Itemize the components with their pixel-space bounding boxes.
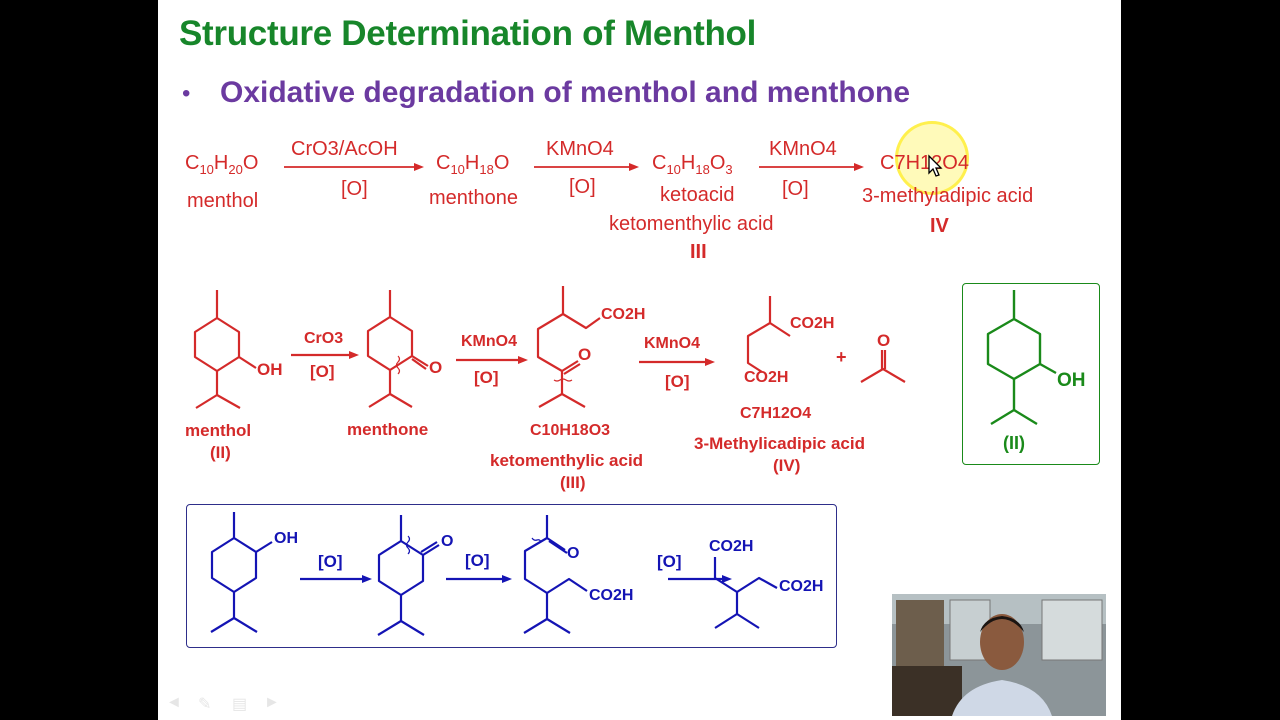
prev-slide-icon[interactable]: ◄	[166, 694, 182, 711]
name-menthone: menthone	[429, 187, 518, 209]
keto-formula: C10H18O3	[530, 422, 611, 439]
menthol-label: menthol	[185, 421, 252, 440]
adipic-formula: C7H12O4	[740, 405, 812, 422]
formula-menthone: C10H18O	[436, 152, 510, 177]
menthol-oh: OH	[257, 360, 283, 379]
slide: Structure Determination of Menthol • Oxi…	[158, 0, 1121, 720]
formula-ketoacid: C10H18O3	[652, 152, 733, 177]
formula-adipic: C7H12O4	[880, 152, 969, 174]
keto-label: ketomenthylic acid	[490, 451, 644, 470]
blue-arrow2-o: [O]	[465, 551, 490, 570]
adipic-num: (IV)	[773, 456, 801, 475]
name-menthol: menthol	[187, 190, 259, 212]
green-oh: OH	[1057, 370, 1086, 391]
mouse-cursor-icon	[928, 154, 943, 177]
blue-adipic-co2h-top: CO2H	[709, 538, 754, 555]
scheme1-arrows	[284, 163, 864, 171]
arrow2-o: [O]	[474, 368, 499, 387]
name-ketoacid: ketoacid	[660, 184, 735, 206]
arrow1-cro3: CrO3	[304, 330, 344, 347]
arrow3-bottom: [O]	[782, 178, 809, 200]
adipic-label: 3-Methylicadipic acid	[694, 434, 865, 453]
menthol-structure-box	[962, 283, 1100, 465]
adipic-co2h-bottom: CO2H	[744, 369, 789, 386]
menthol-ring	[193, 290, 241, 373]
keto-num: (III)	[560, 473, 586, 492]
blue-menthone-o: O	[441, 533, 454, 550]
formula-menthol: C10H20O	[185, 152, 259, 177]
menthone-o: O	[429, 358, 443, 377]
pen-icon[interactable]: ✎	[198, 696, 212, 713]
blue-keto-co2h: CO2H	[589, 587, 634, 604]
blue-mechanism-box	[186, 504, 837, 648]
presenter-image	[892, 594, 1106, 716]
blue-structures	[210, 512, 778, 636]
plus-sign: +	[836, 347, 847, 367]
keto-co2h: CO2H	[601, 306, 646, 323]
arrow2-bottom: [O]	[569, 176, 596, 198]
blue-arrow3-o: [O]	[657, 552, 682, 571]
webcam-video	[892, 594, 1106, 716]
bullet-dot-icon: •	[182, 80, 191, 107]
slide-title: Structure Determination of Menthol	[179, 14, 757, 53]
arrow3-o: [O]	[665, 372, 690, 391]
acetone-o: O	[877, 331, 891, 350]
label-III: III	[690, 241, 707, 263]
blue-adipic-co2h-right: CO2H	[779, 578, 824, 595]
menu-icon[interactable]: ▤	[232, 696, 248, 713]
scheme2-structures	[193, 286, 906, 409]
menthone-label: menthone	[347, 420, 429, 439]
arrow3-top: KMnO4	[769, 138, 837, 160]
arrow1-o: [O]	[310, 362, 335, 381]
arrow3-kmno4: KMnO4	[644, 335, 700, 352]
arrow2-kmno4: KMnO4	[461, 333, 517, 350]
menthol-num: (II)	[210, 443, 231, 462]
name-3-methyladipic-acid: 3-methyladipic acid	[862, 185, 1034, 207]
blue-arrow1-o: [O]	[318, 552, 343, 571]
blue-oh: OH	[274, 530, 298, 547]
blue-keto-o: O	[567, 545, 580, 562]
next-slide-icon[interactable]: ►	[264, 694, 280, 711]
name-ketomenthylic-acid: ketomenthylic acid	[609, 213, 774, 235]
green-structure	[986, 290, 1057, 426]
cursor-highlight	[895, 121, 969, 195]
bullet-text: Oxidative degradation of menthol and men…	[220, 76, 911, 109]
keto-o: O	[578, 345, 592, 364]
label-IV: IV	[930, 215, 949, 237]
arrow1-bottom: [O]	[341, 178, 368, 200]
green-label: (II)	[1003, 433, 1025, 453]
arrow2-top: KMnO4	[546, 138, 614, 160]
adipic-co2h-top: CO2H	[790, 315, 835, 332]
arrow1-top: CrO3/AcOH	[291, 138, 398, 160]
